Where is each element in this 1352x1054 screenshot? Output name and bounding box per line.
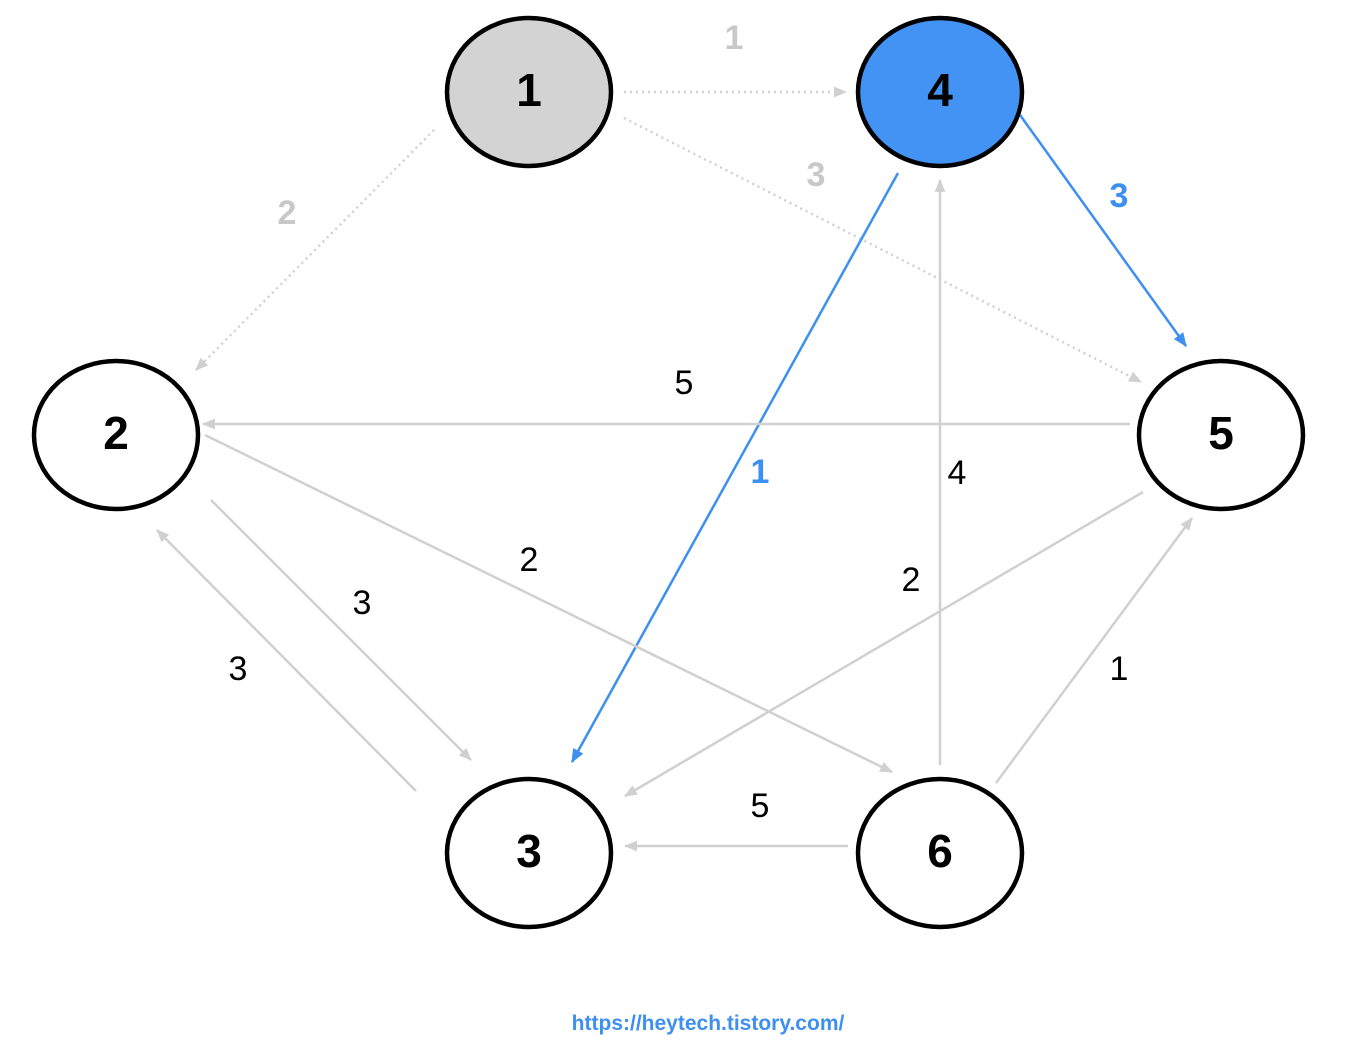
node-2-circle xyxy=(31,358,201,512)
edge-weight-4-to-3: 1 xyxy=(751,453,770,491)
node-6-circle xyxy=(855,776,1025,930)
source-url-text: https://heytech.tistory.com/ xyxy=(571,1012,845,1035)
edge-3-to-2 xyxy=(156,529,417,792)
node-1-circle xyxy=(444,15,614,169)
edge-weight-1-to-2: 2 xyxy=(278,194,297,232)
edge-4-to-3 xyxy=(570,172,900,764)
node-3-circle xyxy=(444,776,614,930)
node-1: 1 xyxy=(444,15,614,169)
edge-1-to-2 xyxy=(195,129,435,371)
edge-weight-6-to-4: 4 xyxy=(948,454,967,492)
node-6: 6 xyxy=(855,776,1025,930)
node-4-label: 4 xyxy=(927,64,953,116)
edge-weight-3-to-2: 3 xyxy=(229,650,248,688)
edge-1-to-5 xyxy=(623,116,1142,384)
edge-weight-5-to-2: 5 xyxy=(675,364,694,402)
node-2-label: 2 xyxy=(103,407,129,459)
node-4-circle xyxy=(855,15,1025,169)
edge-weight-2-to-6: 2 xyxy=(520,541,539,579)
node-4: 4 xyxy=(855,15,1025,169)
node-6-label: 6 xyxy=(927,825,953,877)
node-3: 3 xyxy=(444,776,614,930)
edge-weight-1-to-5: 3 xyxy=(807,156,826,194)
edge-weight-2-to-3: 3 xyxy=(353,584,372,622)
edge-weight-4-to-5: 3 xyxy=(1110,177,1129,215)
edge-2-to-6 xyxy=(204,433,893,774)
source-url-link[interactable]: https://heytech.tistory.com/ xyxy=(0,1012,1352,1042)
edge-5-to-3 xyxy=(624,490,1144,798)
edge-6-to-5 xyxy=(994,517,1194,784)
node-3-label: 3 xyxy=(516,825,542,877)
edge-weight-1-to-4: 1 xyxy=(725,19,744,57)
edge-weight-6-to-5: 1 xyxy=(1110,650,1129,688)
node-5: 5 xyxy=(1136,358,1306,512)
edge-weight-5-to-3: 2 xyxy=(902,561,921,599)
node-1-label: 1 xyxy=(516,64,542,116)
edge-4-to-5 xyxy=(1018,114,1188,347)
node-5-label: 5 xyxy=(1208,407,1234,459)
edge-weight-6-to-3: 5 xyxy=(751,787,770,825)
node-5-circle xyxy=(1136,358,1306,512)
node-2: 2 xyxy=(31,358,201,512)
edge-2-to-3 xyxy=(210,499,472,761)
